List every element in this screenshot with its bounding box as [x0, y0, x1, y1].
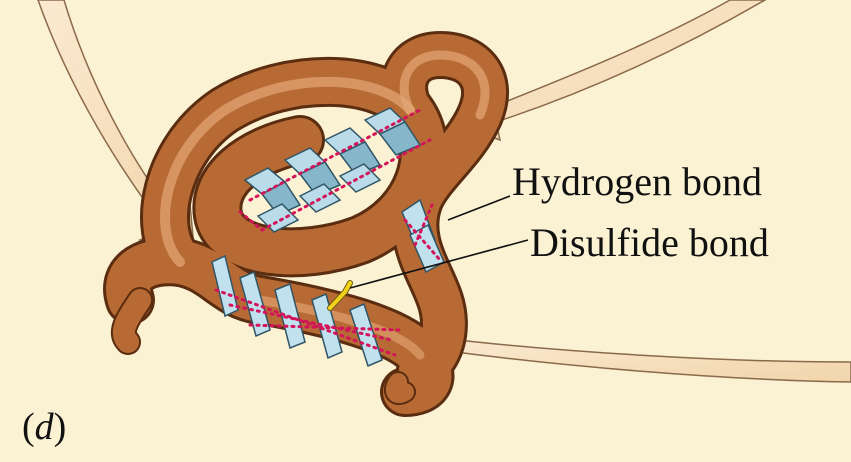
hydrogen-bond-label: Hydrogen bond — [512, 162, 762, 202]
panel-letter-label: (d) — [22, 408, 66, 446]
panel-letter: d — [35, 406, 54, 448]
panel-paren-close: ) — [54, 406, 67, 448]
hydrogen-bond-leader-line — [448, 196, 510, 220]
panel-paren-open: ( — [22, 406, 35, 448]
protein-backbone — [124, 55, 485, 394]
disulfide-bond-label: Disulfide bond — [530, 223, 769, 263]
arrow-bottom-right — [440, 338, 851, 382]
